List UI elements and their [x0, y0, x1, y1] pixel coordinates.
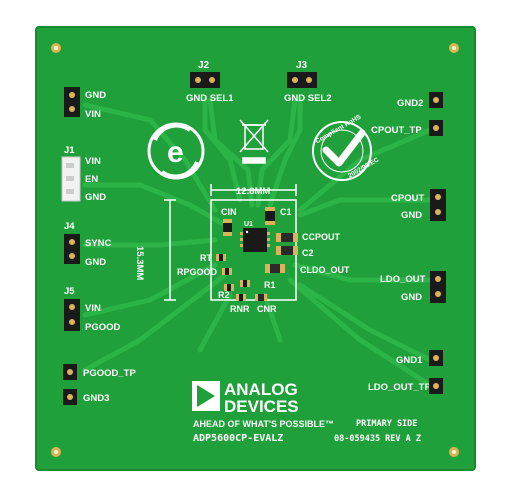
capacitor-c2 [276, 246, 298, 255]
adi-logo-icon [192, 381, 220, 411]
svg-text:e: e [167, 136, 184, 169]
label-cldo-out: CLDO_OUT [300, 265, 350, 275]
header-j2[interactable] [190, 72, 220, 88]
label-j1-gnd: GND [85, 192, 106, 203]
label-rt: RT [200, 253, 212, 263]
header-j4[interactable] [64, 234, 80, 264]
resistor-rt [216, 254, 226, 261]
label-j2: J2 [198, 60, 210, 71]
label-j1-vin: VIN [85, 156, 101, 167]
label-gnd2: GND2 [397, 98, 423, 109]
label-j4-gnd: GND [85, 257, 106, 268]
header-ldo-out[interactable] [430, 271, 446, 303]
label-vin-top: VIN [85, 109, 101, 120]
label-gnd1: GND1 [396, 355, 423, 366]
label-r1: R1 [264, 280, 276, 290]
label-cpout-tp: CPOUT_TP [371, 125, 422, 136]
mounting-holes [51, 43, 459, 457]
capacitor-c1 [265, 207, 275, 225]
label-j1: J1 [64, 145, 75, 156]
label-cin: CIN [221, 207, 237, 217]
label-c2: C2 [302, 248, 314, 258]
header-vin-gnd-top[interactable] [64, 87, 80, 117]
testpoint-gnd3[interactable] [63, 389, 77, 405]
resistor-rpgood [222, 268, 232, 275]
label-u1: U1 [244, 221, 253, 228]
label-ldo-out: LDO_OUT [380, 274, 426, 285]
label-j1-en: EN [85, 174, 98, 185]
testpoint-pgood[interactable] [63, 364, 77, 380]
label-cpout-gnd: GND [401, 210, 422, 221]
label-j5-vin: VIN [85, 303, 101, 314]
tagline: AHEAD OF WHAT'S POSSIBLE™ [193, 419, 334, 429]
header-j3[interactable] [287, 72, 317, 88]
testpoint-gnd1[interactable] [429, 350, 443, 366]
label-gnd-top: GND [85, 90, 106, 101]
dim-width: 12.8MM [236, 186, 270, 197]
label-cnr: CNR [257, 304, 277, 314]
label-gnd-sel2: GND SEL2 [284, 93, 332, 104]
label-ldo-gnd: GND [401, 292, 422, 303]
testpoint-cpout[interactable] [429, 120, 443, 136]
primary-side: PRIMARY SIDE [356, 419, 417, 429]
resistor-r2 [224, 284, 234, 291]
label-sync: SYNC [85, 238, 112, 249]
capacitor-cin [223, 219, 232, 236]
logo-line2: DEVICES [224, 397, 299, 416]
label-j3: J3 [296, 60, 308, 71]
label-gnd3: GND3 [83, 393, 109, 404]
capacitor-cnr [255, 294, 267, 301]
testpoint-ldo-out[interactable] [429, 378, 443, 394]
crossed-bin-icon [239, 119, 269, 164]
connector-j1[interactable] [61, 156, 81, 202]
resistor-rnr [236, 294, 246, 301]
label-ldo-out-tp: LDO_OUT_TP [368, 382, 431, 393]
label-c1: C1 [280, 207, 292, 217]
label-cpout: CPOUT [391, 193, 424, 204]
copper-traces [82, 97, 433, 388]
e-recycle-icon: e [147, 122, 205, 180]
capacitor-ccpout [276, 233, 298, 242]
label-rpgood: RPGOOD [177, 267, 218, 277]
ic-u1 [240, 228, 270, 252]
label-pgood: PGOOD [85, 322, 121, 333]
header-j5[interactable] [64, 299, 80, 331]
testpoint-gnd2[interactable] [429, 92, 443, 108]
label-rnr: RNR [230, 304, 250, 314]
label-ccpout: CCPOUT [302, 232, 341, 242]
label-gnd-sel1: GND SEL1 [186, 93, 234, 104]
label-pgood-tp: PGOOD_TP [83, 368, 136, 379]
logo-line1: ANALOG [224, 380, 298, 399]
board-name: ADP5600CP-EVALZ [193, 433, 283, 444]
label-j5: J5 [64, 286, 75, 297]
capacitor-cldo-out [265, 264, 285, 273]
label-r2: R2 [218, 290, 230, 300]
header-cpout[interactable] [430, 189, 446, 221]
resistor-r1 [240, 280, 250, 287]
dim-height: 15.3MM [134, 246, 145, 280]
part-number: 08-059435 REV A Z [334, 434, 421, 444]
label-j4: J4 [64, 221, 75, 232]
